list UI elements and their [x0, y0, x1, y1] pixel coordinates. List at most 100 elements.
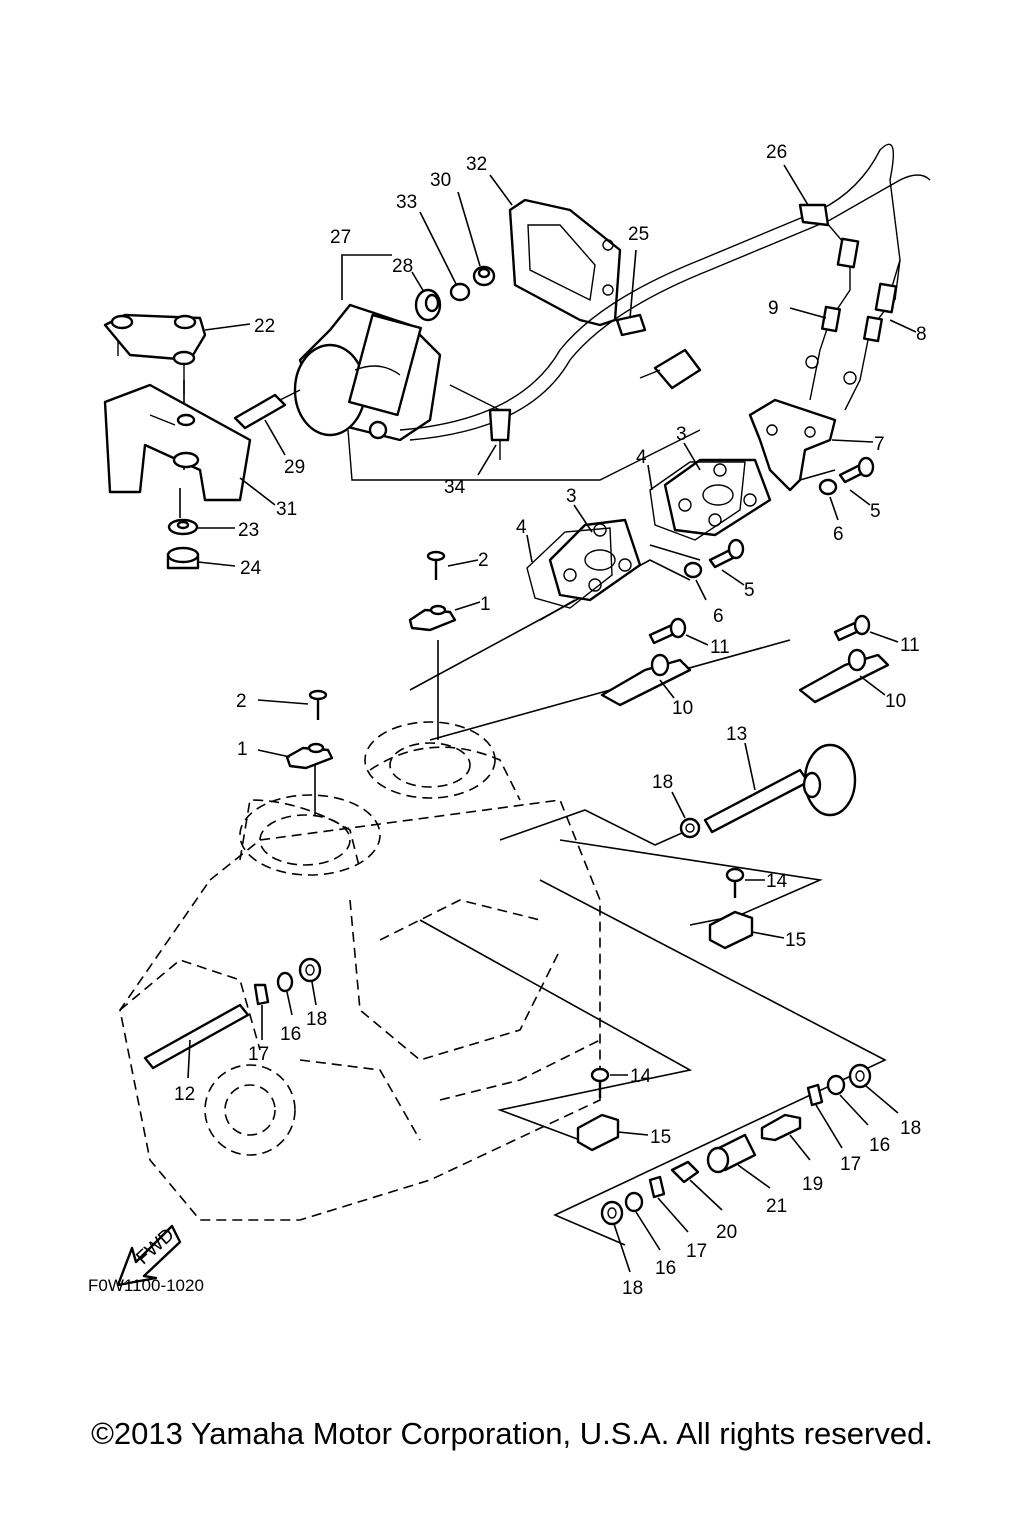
part-27-throttle-body [293, 303, 701, 481]
callout-19: 19 [802, 1174, 823, 1195]
part-20-clip [670, 1160, 700, 1184]
callout-11: 11 [900, 635, 920, 656]
callout-1: 1 [480, 594, 491, 615]
part-31-bracket [103, 383, 252, 502]
cables [399, 143, 931, 460]
connector [639, 348, 702, 390]
callout-18: 18 [306, 1009, 327, 1030]
callout-31: 31 [276, 499, 297, 520]
part-14-bolt-right [725, 867, 745, 898]
figure-code: F0W1100-1020 [88, 1276, 204, 1295]
part-1-clamp-upper [408, 604, 457, 632]
part-2-screw-upper [426, 550, 446, 580]
callout-17: 17 [248, 1044, 269, 1065]
callout-16: 16 [655, 1258, 676, 1279]
engine-block-outline [119, 721, 601, 1221]
part-34-clip [488, 408, 512, 442]
callout-17: 17 [686, 1241, 707, 1262]
part-21-sleeve [706, 1133, 757, 1174]
part-18-bushing-bottom [600, 1200, 624, 1226]
callout-20: 20 [716, 1222, 737, 1243]
part-10-bracket-right [798, 648, 890, 704]
part-11-bolt-left [648, 617, 687, 645]
part-26-clip [798, 203, 830, 227]
callout-2: 2 [236, 691, 247, 712]
callout-9: 9 [768, 298, 779, 319]
callout-1: 1 [237, 739, 248, 760]
callout-5: 5 [744, 580, 755, 601]
callout-18: 18 [652, 772, 673, 793]
part-28-grommet [414, 288, 442, 322]
part-3-cover-lower [548, 518, 642, 602]
callout-26: 26 [766, 142, 787, 163]
callout-25: 25 [628, 224, 649, 245]
callout-16: 16 [869, 1135, 890, 1156]
callout-22: 22 [254, 316, 275, 337]
callout-14: 14 [630, 1066, 652, 1087]
part-23-washer [167, 518, 199, 536]
part-14-bolt-left [590, 1067, 610, 1098]
callout-15: 15 [650, 1127, 671, 1148]
callout-15: 15 [785, 930, 806, 951]
part-11-bolt-right [833, 614, 871, 642]
callout-7: 7 [874, 434, 885, 455]
part-13-shaft [703, 743, 857, 834]
copyright-notice: ©2013 Yamaha Motor Corporation, U.S.A. A… [91, 1416, 933, 1451]
callout-11: 11 [710, 637, 730, 658]
callout-21: 21 [766, 1196, 787, 1217]
part-6-washer-upper [818, 478, 838, 496]
part-5-bolt-lower [708, 538, 745, 569]
part-17-clip-bottom [648, 1175, 666, 1199]
callout-14: 14 [766, 871, 788, 892]
callout-6: 6 [713, 606, 724, 627]
part-6-washer-lower [683, 561, 703, 579]
callout-28: 28 [392, 256, 413, 277]
part-17-clip-right [806, 1083, 824, 1107]
callout-5: 5 [870, 501, 881, 522]
callout-30: 30 [430, 170, 451, 191]
part-33-washer [449, 282, 471, 302]
callout-4: 4 [516, 517, 527, 538]
callout-33: 33 [396, 192, 417, 213]
callout-10: 10 [885, 691, 906, 712]
part-16-washer-bottom [624, 1191, 644, 1213]
callout-2: 2 [478, 550, 489, 571]
callout-16: 16 [280, 1024, 301, 1045]
part-16-washer-right [826, 1074, 846, 1096]
part-19-bracket [760, 1113, 802, 1142]
part-7-bracket [748, 398, 837, 492]
part-1-clamp-lower [285, 742, 334, 770]
part-15-holder-left [576, 1113, 620, 1152]
callout-4: 4 [636, 447, 647, 468]
part-4-gasket-lower [526, 527, 613, 609]
part-32-cover [508, 198, 622, 327]
callout-13: 13 [726, 724, 747, 745]
part-3-cover-upper [663, 458, 772, 537]
part-25-clip [615, 313, 647, 337]
callout-18: 18 [622, 1278, 643, 1299]
callout-17: 17 [840, 1154, 861, 1175]
part-18-bushing-left [298, 957, 322, 983]
part-30-nut [472, 265, 496, 287]
callout-18: 18 [900, 1118, 921, 1139]
part-12-shaft [143, 1003, 250, 1070]
callout-23: 23 [238, 520, 259, 541]
part-4-gasket-upper [649, 461, 746, 541]
callout-3: 3 [676, 424, 687, 445]
part-18-bushing-right [848, 1063, 872, 1089]
callout-labels: 1 1 2 2 3 3 4 4 5 5 6 6 7 8 9 [174, 142, 927, 1299]
callout-29: 29 [284, 457, 305, 478]
callout-8: 8 [916, 324, 927, 345]
part-29-sensor [233, 389, 301, 430]
callout-3: 3 [566, 486, 577, 507]
part-16-washer-left [276, 971, 294, 993]
part-17-clip-left [253, 983, 270, 1006]
callout-32: 32 [466, 154, 487, 175]
callout-10: 10 [672, 698, 693, 719]
part-18-bushing-top [679, 817, 701, 839]
callout-34: 34 [444, 477, 466, 498]
callout-24: 24 [240, 558, 262, 579]
part-10-bracket-left [600, 653, 692, 707]
part-15-holder-right [708, 910, 754, 950]
